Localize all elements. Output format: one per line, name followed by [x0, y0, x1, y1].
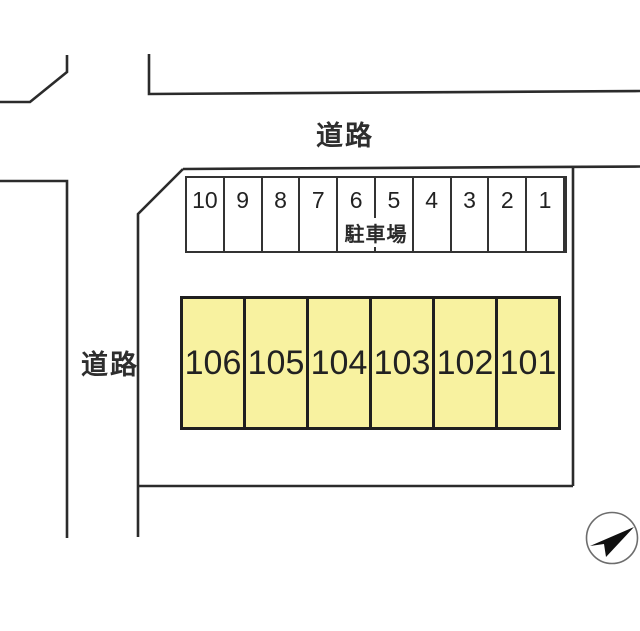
unit-number: 104: [310, 343, 368, 382]
top-road-far-edge-line: [147, 54, 640, 96]
unit-number: 101: [499, 343, 557, 382]
parking-space-number: 1: [538, 187, 552, 213]
property-top-boundary-line: [182, 165, 640, 171]
unit-cell: 102: [435, 299, 498, 427]
parking-space-cell: 7: [300, 178, 339, 251]
parking-space-cell: 6: [338, 178, 376, 251]
parking-space-cell: 5: [376, 178, 414, 251]
parking-space-cell: 2: [489, 178, 528, 251]
north-arrow-icon: [585, 511, 639, 565]
unit-cell: 106: [183, 299, 246, 427]
unit-cell: 105: [246, 299, 309, 427]
parking-space-cell: 3: [452, 178, 490, 251]
parking-space-number: 7: [311, 187, 325, 213]
parking-space-number: 2: [500, 187, 514, 213]
unit-number: 102: [436, 343, 494, 382]
parking-space-number: 3: [463, 187, 476, 213]
parking-space-cell: 1: [527, 178, 565, 251]
parking-lot-label: 駐車場: [341, 218, 411, 247]
unit-row: 106 105 104 103 102 101: [180, 296, 561, 430]
parking-space-number: 5: [387, 187, 401, 213]
parking-spaces-row: 10 9 8 7 6 5 4 3 2 1 駐車場: [185, 176, 567, 253]
property-left-boundary-line: [136, 168, 184, 537]
parking-space-number: 4: [425, 187, 439, 213]
parking-space-number: 6: [349, 187, 363, 213]
unit-number: 105: [247, 343, 305, 382]
compass-arrow: [590, 527, 634, 557]
unit-cell: 103: [372, 299, 435, 427]
parking-space-number: 9: [236, 187, 250, 213]
parking-space-cell: 9: [225, 178, 263, 251]
parking-space-cell: 10: [187, 178, 225, 251]
parking-space-number: 8: [274, 187, 287, 213]
parking-space-cell: 4: [414, 178, 452, 251]
unit-cell: 104: [309, 299, 372, 427]
unit-cell: 101: [498, 299, 558, 427]
left-road-far-edge-line: [0, 179, 69, 538]
diagonal-road-line: [0, 55, 69, 104]
unit-number: 103: [373, 343, 431, 382]
parking-space-number: 10: [192, 187, 218, 213]
unit-number: 106: [184, 343, 242, 382]
left-road-label: 道路: [81, 350, 139, 380]
parking-space-cell: 8: [263, 178, 301, 251]
top-road-label: 道路: [316, 121, 374, 151]
